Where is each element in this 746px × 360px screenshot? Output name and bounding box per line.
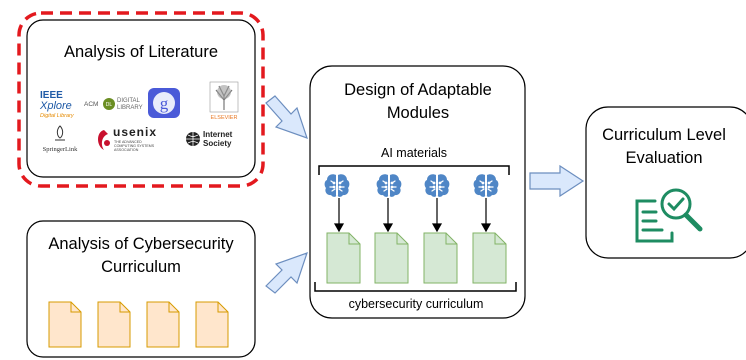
curriculum-document-icon bbox=[146, 301, 180, 348]
down-arrows bbox=[333, 198, 492, 233]
cybersecurity-curriculum-label: cybersecurity curriculum bbox=[349, 297, 484, 311]
svg-text:IEEE: IEEE bbox=[40, 90, 63, 101]
design-title-line2: Modules bbox=[387, 104, 449, 122]
arrow-curriculum-to-design bbox=[265, 252, 308, 294]
ai-materials-bracket bbox=[318, 165, 510, 175]
module-document-icon bbox=[374, 232, 409, 284]
springerlink-logo: SpringerLink bbox=[43, 125, 78, 153]
svg-text:DL: DL bbox=[106, 102, 113, 108]
literature-title: Analysis of Literature bbox=[64, 43, 218, 61]
search-checklist-icon bbox=[635, 188, 703, 243]
cyber-title-line2: Curriculum bbox=[101, 258, 181, 276]
elsevier-logo: ELSEVIER bbox=[209, 81, 239, 121]
curriculum-document-icon bbox=[48, 301, 82, 348]
design-title-line1: Design of Adaptable bbox=[344, 81, 492, 99]
svg-text:ACM: ACM bbox=[84, 101, 98, 108]
module-document-icon bbox=[326, 232, 361, 284]
literature-dashed-highlight bbox=[17, 11, 265, 188]
module-document-icon bbox=[423, 232, 458, 284]
svg-text:Internet: Internet bbox=[203, 130, 233, 139]
svg-text:Xplore: Xplore bbox=[39, 100, 72, 112]
ieee-xplore-logo: IEEE Xplore Digital Library bbox=[39, 90, 75, 119]
svg-text:usenix: usenix bbox=[113, 125, 157, 139]
curriculum-document-icon bbox=[97, 301, 131, 348]
svg-text:ELSEVIER: ELSEVIER bbox=[211, 115, 238, 121]
svg-text:Digital Library: Digital Library bbox=[40, 113, 75, 119]
module-document-icon bbox=[472, 232, 507, 284]
svg-text:ASSOCIATION: ASSOCIATION bbox=[114, 148, 139, 152]
evaluation-box bbox=[585, 106, 746, 259]
acm-digital-library-logo: ACM DL DIGITAL LIBRARY bbox=[84, 98, 143, 111]
svg-text:g: g bbox=[160, 94, 169, 113]
arrow-design-to-evaluation bbox=[529, 164, 585, 198]
arrow-literature-to-design bbox=[265, 95, 308, 139]
design-modules-box bbox=[309, 65, 526, 319]
ai-materials-label: AI materials bbox=[381, 146, 447, 160]
usenix-logo: usenix THE ADVANCED COMPUTING SYSTEMS AS… bbox=[98, 125, 157, 152]
svg-text:LIBRARY: LIBRARY bbox=[117, 105, 143, 111]
internet-society-logo: Internet Society bbox=[186, 130, 233, 148]
svg-text:COMPUTING SYSTEMS: COMPUTING SYSTEMS bbox=[114, 144, 155, 148]
evaluation-title-line2: Evaluation bbox=[625, 149, 702, 167]
svg-text:THE ADVANCED: THE ADVANCED bbox=[114, 140, 142, 144]
svg-text:Society: Society bbox=[203, 139, 232, 148]
svg-text:DIGITAL: DIGITAL bbox=[117, 98, 141, 104]
evaluation-title-line1: Curriculum Level bbox=[602, 126, 726, 144]
cyber-title-line1: Analysis of Cybersecurity bbox=[48, 235, 234, 253]
curriculum-bracket bbox=[314, 282, 517, 292]
google-scholar-logo: g bbox=[148, 88, 180, 118]
curriculum-document-icon bbox=[195, 301, 229, 348]
svg-text:SpringerLink: SpringerLink bbox=[43, 146, 78, 153]
